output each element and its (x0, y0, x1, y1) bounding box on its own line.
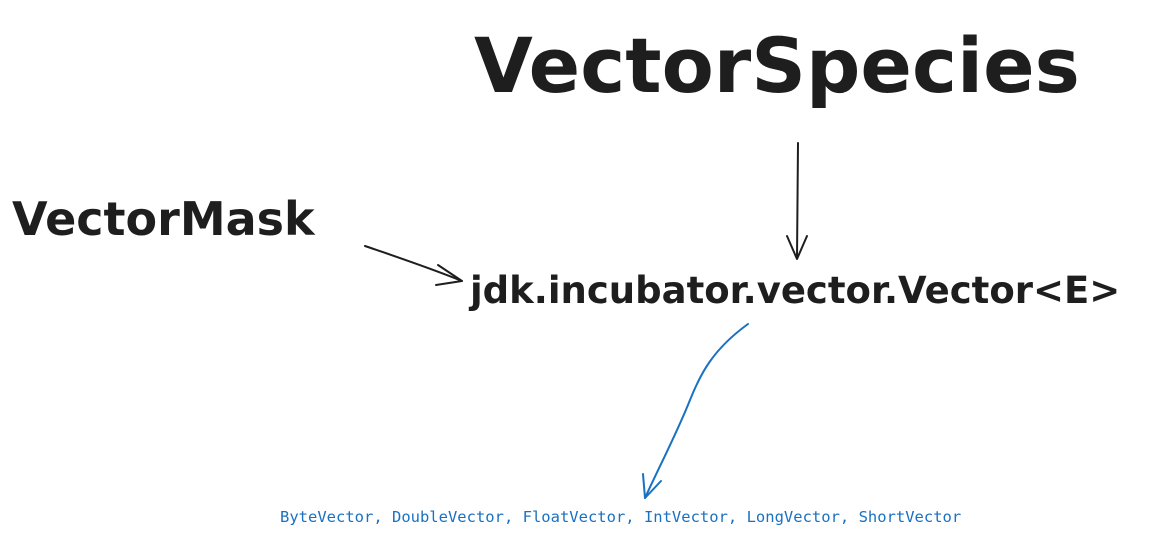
species-to-vector-arrow (786, 142, 808, 260)
mask-to-vector-arrow (364, 245, 463, 286)
vector-mask-label: VectorMask (12, 192, 315, 246)
vector-to-subclasses-arrow (642, 323, 749, 499)
vector-class-label: jdk.incubator.vector.Vector<E> (470, 269, 1121, 312)
vector-subclasses-label: ByteVector, DoubleVector, FloatVector, I… (280, 508, 962, 526)
vector-species-label: VectorSpecies (474, 21, 1080, 110)
